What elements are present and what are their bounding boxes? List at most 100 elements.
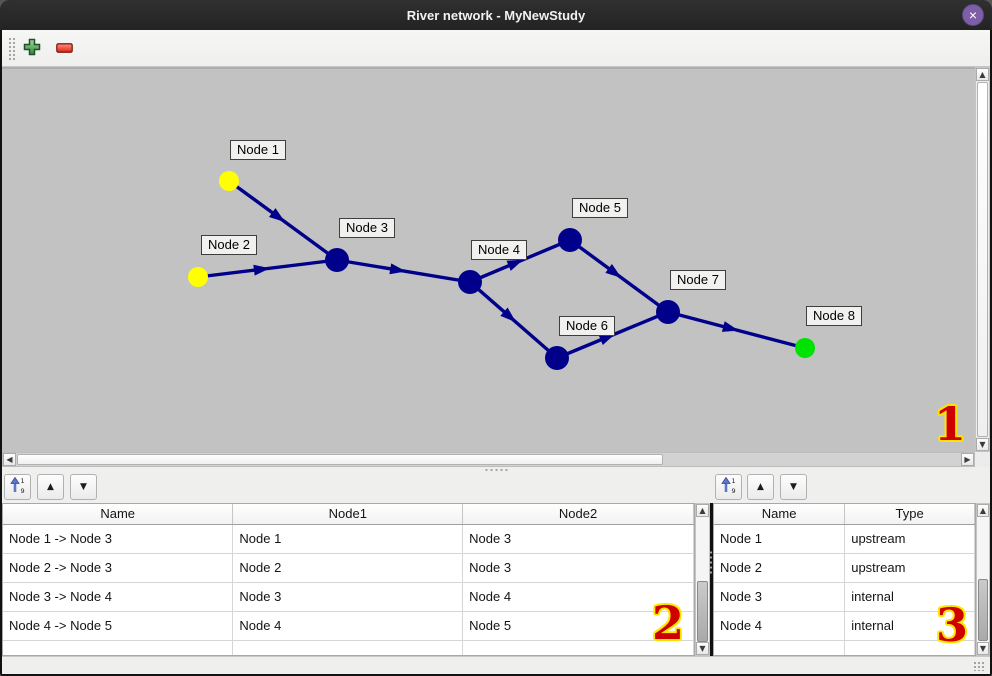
- river-node[interactable]: [458, 270, 482, 294]
- table-splitter-handle[interactable]: [709, 550, 714, 576]
- node-move-down-button[interactable]: ▼: [780, 474, 807, 500]
- table-cell[interactable]: Node 3: [232, 582, 464, 612]
- column-header[interactable]: Node1: [232, 504, 464, 525]
- add-button[interactable]: [19, 36, 45, 62]
- table-cell[interactable]: Node 2 -> Node 3: [3, 553, 234, 583]
- node-label[interactable]: Node 7: [670, 270, 726, 290]
- canvas-hscrollbar[interactable]: ◀ ▶: [2, 452, 975, 467]
- table-row[interactable]: [3, 640, 694, 655]
- river-node[interactable]: [558, 228, 582, 252]
- river-node[interactable]: [545, 346, 569, 370]
- table-cell[interactable]: [844, 640, 975, 655]
- reach-sort-button[interactable]: 1 9: [4, 474, 31, 500]
- node-label[interactable]: Node 8: [806, 306, 862, 326]
- sort-icon: 1 9: [9, 476, 26, 499]
- canvas-vscroll-thumb[interactable]: [977, 82, 988, 437]
- node-label[interactable]: Node 4: [471, 240, 527, 260]
- river-node[interactable]: [325, 248, 349, 272]
- table-cell[interactable]: Node 4: [714, 611, 846, 641]
- column-header[interactable]: Node2: [462, 504, 694, 525]
- table-cell[interactable]: Node 3: [462, 553, 694, 583]
- node-table-scroll-thumb[interactable]: [978, 579, 988, 641]
- table-cell[interactable]: Node 2: [232, 553, 464, 583]
- column-header[interactable]: Type: [844, 504, 975, 525]
- minus-icon: [55, 40, 73, 58]
- table-cell[interactable]: [462, 640, 694, 655]
- table-cell[interactable]: [232, 640, 464, 655]
- pane-splitter-handle[interactable]: [484, 468, 508, 472]
- remove-button[interactable]: [51, 36, 77, 62]
- scroll-up-button[interactable]: ▲: [977, 504, 989, 517]
- main-toolbar: [2, 30, 990, 67]
- resize-grip[interactable]: [973, 661, 986, 671]
- reach-table-scroll-thumb[interactable]: [697, 581, 708, 642]
- scroll-up-button[interactable]: ▲: [976, 68, 989, 81]
- scroll-left-button[interactable]: ◀: [3, 453, 16, 466]
- table-cell[interactable]: Node 3 -> Node 4: [3, 582, 234, 612]
- river-node[interactable]: [188, 267, 208, 287]
- node-label[interactable]: Node 2: [201, 235, 257, 255]
- table-cell[interactable]: [714, 640, 846, 655]
- node-table-vscrollbar[interactable]: ▲ ▼: [976, 503, 990, 656]
- scroll-right-button[interactable]: ▶: [961, 453, 974, 466]
- scroll-down-button[interactable]: ▼: [696, 642, 709, 655]
- flow-direction-arrow-icon: [506, 259, 524, 271]
- svg-text:9: 9: [20, 487, 24, 494]
- table-cell[interactable]: Node 1: [714, 524, 846, 554]
- river-node[interactable]: [219, 171, 239, 191]
- up-triangle-icon: ▲: [757, 481, 764, 492]
- river-node[interactable]: [656, 300, 680, 324]
- node-label[interactable]: Node 1: [230, 140, 286, 160]
- table-cell[interactable]: Node 4: [232, 611, 464, 641]
- scroll-up-button[interactable]: ▲: [696, 504, 709, 517]
- reach-move-up-button[interactable]: ▲: [37, 474, 64, 500]
- reach-table-vscrollbar[interactable]: ▲ ▼: [695, 503, 710, 656]
- table-cell[interactable]: Node 4: [462, 582, 694, 612]
- scroll-down-button[interactable]: ▼: [977, 642, 989, 655]
- titlebar[interactable]: River network - MyNewStudy ×: [0, 0, 992, 30]
- reach-move-down-button[interactable]: ▼: [70, 474, 97, 500]
- table-cell[interactable]: Node 3: [462, 524, 694, 554]
- canvas-hscroll-thumb[interactable]: [17, 454, 663, 465]
- table-cell[interactable]: Node 2: [714, 553, 846, 583]
- column-header[interactable]: Name: [714, 504, 846, 525]
- node-label[interactable]: Node 5: [572, 198, 628, 218]
- table-cell[interactable]: Node 1 -> Node 3: [3, 524, 234, 554]
- table-cell[interactable]: Node 4 -> Node 5: [3, 611, 234, 641]
- table-cell[interactable]: Node 1: [232, 524, 464, 554]
- network-canvas[interactable]: Node 1 Node 2 Node 3 Node 4 Node 5 Node 6 Node…: [2, 67, 975, 452]
- node-label[interactable]: Node 3: [339, 218, 395, 238]
- toolbar-drag-handle[interactable]: [8, 37, 15, 61]
- svg-text:1: 1: [20, 477, 24, 485]
- node-label[interactable]: Node 6: [559, 316, 615, 336]
- table-cell[interactable]: internal: [844, 582, 975, 612]
- table-cell[interactable]: upstream: [844, 553, 975, 583]
- scroll-down-button[interactable]: ▼: [976, 438, 989, 451]
- table-cell[interactable]: Node 5: [462, 611, 694, 641]
- table-cell[interactable]: internal: [844, 611, 975, 641]
- down-arrow-icon: ▼: [979, 643, 987, 653]
- node-sort-button[interactable]: 1 9: [715, 474, 742, 500]
- column-header[interactable]: Name: [3, 504, 234, 525]
- table-cell[interactable]: upstream: [844, 524, 975, 554]
- close-button[interactable]: ×: [962, 4, 984, 26]
- flow-direction-arrow-icon: [253, 264, 270, 276]
- table-cell[interactable]: Node 3: [714, 582, 846, 612]
- river-node[interactable]: [795, 338, 815, 358]
- table-row[interactable]: [714, 640, 975, 655]
- canvas-vscrollbar[interactable]: ▲ ▼: [975, 67, 990, 452]
- node-move-up-button[interactable]: ▲: [747, 474, 774, 500]
- table-cell[interactable]: [3, 640, 234, 655]
